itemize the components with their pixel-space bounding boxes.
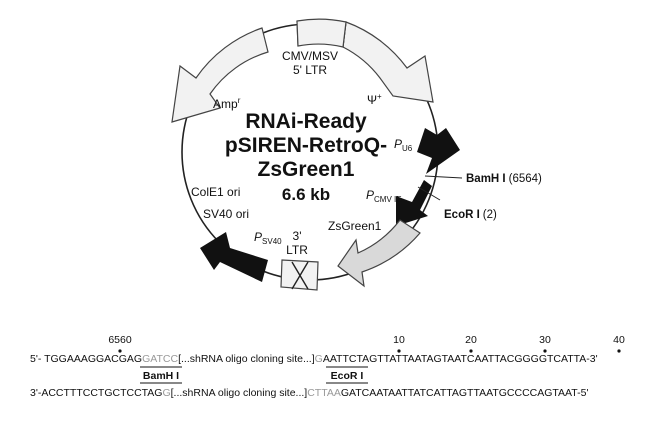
pu6-arrow bbox=[417, 128, 460, 174]
bamh-seq-label: BamH I bbox=[143, 370, 179, 382]
tick-label: 40 bbox=[613, 334, 625, 346]
title-line1: RNAi-Ready bbox=[245, 110, 367, 133]
title-line2: pSIREN-RetroQ- bbox=[225, 134, 387, 157]
ltr3-label-a: 3' bbox=[293, 229, 302, 243]
cmv-label: CMV/MSV bbox=[282, 49, 338, 63]
title-line3: ZsGreen1 bbox=[258, 158, 355, 181]
ecor-seq-label: EcoR I bbox=[331, 370, 364, 382]
tick-label: 6560 bbox=[108, 334, 132, 346]
amp-arrow bbox=[171, 27, 269, 123]
bottom-strand: 3'-ACCTTTCCTGCTCCTAGG[...shRNA oligo clo… bbox=[30, 387, 588, 399]
tick-label: 10 bbox=[393, 334, 405, 346]
bamh-leader bbox=[424, 175, 463, 179]
pcmv-arrow bbox=[396, 180, 432, 226]
tick-label: 30 bbox=[539, 334, 551, 346]
zsgreen-arrow bbox=[337, 219, 421, 288]
ltr3-box bbox=[280, 259, 319, 291]
bamh-site-label: BamH I(6564) bbox=[466, 173, 542, 185]
tick-label: 20 bbox=[465, 334, 477, 346]
psi-label: Ψ+ bbox=[367, 92, 382, 107]
psv40-arrow bbox=[200, 232, 268, 282]
ltr3-label-b: LTR bbox=[286, 243, 308, 257]
pu6-label: PU6 bbox=[394, 137, 413, 153]
ecor-site-label: EcoR I(2) bbox=[444, 209, 497, 221]
pcmv-label: PCMV IE bbox=[366, 188, 402, 204]
zsgreen-label: ZsGreen1 bbox=[328, 219, 382, 233]
plasmid-size: 6.6 kb bbox=[282, 185, 330, 204]
cole1-label: ColE1 ori bbox=[191, 185, 240, 199]
tick-dots bbox=[118, 349, 621, 353]
top-strand: 5'- TGGAAAGGACGAGGATCC[...shRNA oligo cl… bbox=[30, 353, 598, 365]
amp-label: Ampr bbox=[213, 96, 241, 111]
ltr5-label: 5' LTR bbox=[293, 63, 327, 77]
cmv-ltr-arrow bbox=[342, 21, 434, 103]
ecor-leader bbox=[417, 186, 441, 201]
sv40ori-label: SV40 ori bbox=[203, 207, 249, 221]
psv40-label: PSV40 bbox=[254, 230, 282, 246]
